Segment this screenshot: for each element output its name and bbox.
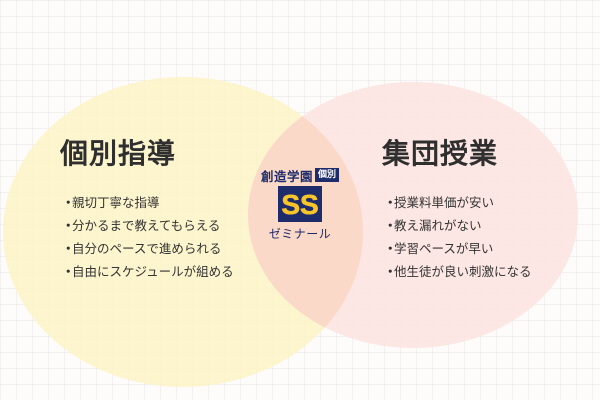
bullet: ・ — [62, 218, 75, 233]
list-item: ・分かるまで教えてもらえる — [62, 214, 234, 237]
list-item: ・学習ペースが早い — [384, 237, 532, 260]
bullet: ・ — [384, 218, 397, 233]
group-class-list: ・授業料単価が安い ・教え漏れがない ・学習ペースが早い ・他生徒が良い刺激にな… — [384, 191, 532, 283]
list-item-text: 分かるまで教えてもらえる — [72, 218, 221, 233]
logo-subtitle: ゼミナール — [268, 227, 332, 241]
list-item-text: 親切丁寧な指導 — [72, 195, 160, 210]
group-class-title: 集団授業 — [382, 137, 499, 170]
logo-name: 創造学園 — [260, 168, 313, 184]
list-item: ・自分のペースで進められる — [62, 237, 234, 260]
individual-tutoring-list: ・親切丁寧な指導 ・分かるまで教えてもらえる ・自分のペースで進められる ・自由… — [62, 191, 234, 283]
bullet: ・ — [62, 195, 75, 210]
logo-ss-background — [278, 186, 322, 222]
list-item: ・他生徒が良い刺激になる — [384, 260, 532, 283]
overlap-region — [248, 82, 363, 348]
bullet: ・ — [62, 241, 75, 256]
bullet: ・ — [384, 195, 397, 210]
bullet: ・ — [384, 241, 397, 256]
bullet: ・ — [384, 264, 397, 279]
logo: 創造学園 個別 SS ゼミナール — [252, 167, 348, 245]
list-item-text: 自分のペースで進められる — [72, 241, 222, 256]
list-item: ・授業料単価が安い — [384, 191, 532, 214]
list-item-text: 教え漏れがない — [394, 218, 482, 233]
logo-wordmark: 創造学園 個別 — [252, 167, 348, 184]
list-item: ・親切丁寧な指導 — [62, 191, 234, 214]
logo-tag: 個別 — [315, 168, 340, 182]
bullet: ・ — [62, 264, 75, 279]
individual-tutoring-title: 個別指導 — [60, 137, 177, 170]
logo-ss-text: SS — [281, 189, 318, 220]
logo-ss-mark: SS — [278, 186, 322, 222]
list-item: ・教え漏れがない — [384, 214, 532, 237]
list-item-text: 自由にスケジュールが組める — [72, 264, 234, 279]
list-item-text: 授業料単価が安い — [394, 195, 495, 210]
list-item-text: 他生徒が良い刺激になる — [394, 264, 532, 279]
list-item: ・自由にスケジュールが組める — [62, 260, 234, 283]
list-item-text: 学習ペースが早い — [394, 241, 494, 256]
